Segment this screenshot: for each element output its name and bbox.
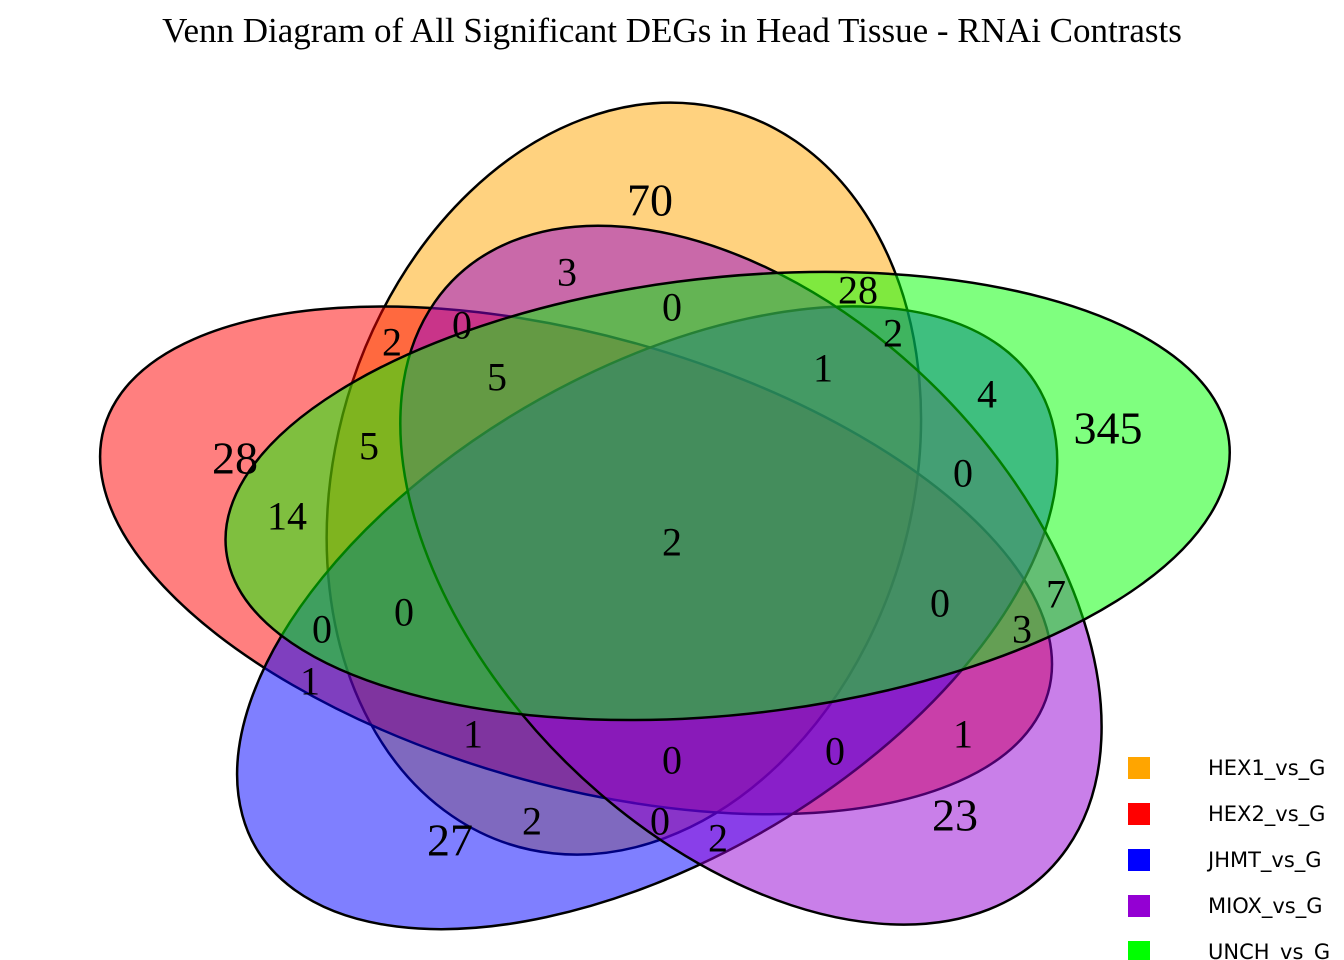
region-count-hex1-jhmt: 2 [522, 799, 542, 844]
legend-swatch-miox [1128, 895, 1150, 917]
legend-item-miox: MIOX_vs_G [1128, 894, 1323, 919]
legend-label-hex2: HEX2_vs_G [1208, 802, 1325, 827]
region-count-unch: 345 [1074, 403, 1143, 454]
region-count-hex1-miox-jhmt: 0 [650, 799, 670, 844]
region-count-hex2-miox-jhmt: 0 [825, 729, 845, 774]
region-count-miox-jhmt: 2 [708, 816, 728, 861]
region-count-hex1-hex2-miox-jhmt: 0 [662, 738, 682, 783]
region-count-hex2-unch-miox-jhmt: 0 [930, 581, 950, 626]
legend-label-miox: MIOX_vs_G [1208, 894, 1323, 919]
region-count-hex2-unch-miox: 3 [1012, 607, 1032, 652]
region-count-unch-jhmt: 4 [977, 372, 997, 417]
legend-swatch-jhmt [1128, 849, 1150, 871]
legend-label-jhmt: JHMT_vs_G [1206, 848, 1322, 873]
legend-swatch-hex2 [1128, 803, 1150, 825]
region-count-hex1: 70 [627, 175, 673, 226]
region-count-hex2-miox: 1 [953, 712, 973, 757]
region-count-hex1-hex2-unch: 5 [359, 424, 379, 469]
legend-label-unch: UNCH_vs_G [1208, 940, 1330, 960]
region-count-hex1-hex2-jhmt: 1 [463, 712, 483, 757]
venn-ellipse-unch [178, 216, 1278, 776]
legend-item-jhmt: JHMT_vs_G [1128, 848, 1322, 873]
region-count-hex2-unch: 14 [267, 494, 307, 539]
region-count-miox: 23 [932, 790, 978, 841]
legend-swatch-hex1 [1128, 757, 1150, 779]
region-count-jhmt: 27 [427, 815, 473, 866]
region-count-hex1-hex2-unch-miox: 5 [487, 355, 507, 400]
region-count-hex2-jhmt: 1 [300, 659, 320, 704]
region-count-hex1-hex2: 2 [382, 320, 402, 365]
region-count-hex1-unch-jhmt: 2 [883, 311, 903, 356]
legend-label-hex1: HEX1_vs_G [1208, 756, 1325, 781]
region-count-hex2: 28 [212, 433, 258, 484]
region-count-hex1-unch: 28 [838, 268, 878, 313]
region-count-hex2-unch-jhmt: 0 [312, 607, 332, 652]
legend-item-hex1: HEX1_vs_G [1128, 756, 1325, 781]
region-count-hex1-hex2-unch-jhmt: 0 [394, 590, 414, 635]
legend-swatch-unch [1128, 941, 1150, 960]
region-count-unch-miox: 7 [1046, 572, 1066, 617]
region-count-hex1-hex2-miox: 0 [452, 303, 472, 348]
region-count-hex1-unch-miox: 0 [662, 285, 682, 330]
venn-ellipse-group [0, 74, 1278, 960]
legend-item-hex2: HEX2_vs_G [1128, 802, 1325, 827]
region-count-hex1-miox: 3 [557, 250, 577, 295]
region-count-hex1-unch-miox-jhmt: 1 [813, 346, 833, 391]
legend: HEX1_vs_G HEX2_vs_G JHMT_vs_G MIOX_vs_G … [1128, 756, 1330, 960]
legend-item-unch: UNCH_vs_G [1128, 940, 1330, 960]
region-count-all-five: 2 [662, 520, 682, 565]
region-count-unch-miox-jhmt: 0 [953, 451, 973, 496]
chart-title: Venn Diagram of All Significant DEGs in … [162, 11, 1182, 50]
